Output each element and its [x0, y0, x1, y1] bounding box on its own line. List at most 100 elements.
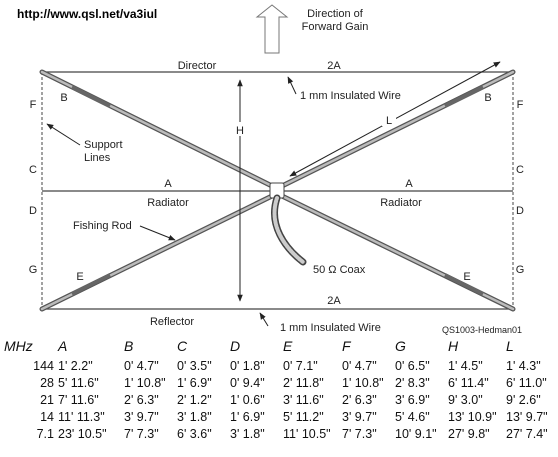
radiator-right-label: Radiator [380, 197, 422, 209]
table-cell: 2' 6.3" [342, 392, 377, 407]
table-cell: 13' 9.7" [506, 409, 548, 424]
g-right-label: G [516, 264, 525, 276]
support-pointer [46, 123, 81, 146]
table-cell: 13' 10.9" [448, 409, 497, 424]
direction-label-2: Forward Gain [302, 21, 369, 33]
wire-top-label: 1 mm Insulated Wire [300, 90, 401, 102]
table-cell: 144 [33, 358, 54, 373]
table-cell: 9' 3.0" [448, 392, 483, 407]
dim-2a-top: 2A [327, 60, 341, 72]
table-cell: 3' 9.7" [342, 409, 377, 424]
table-cell: 11' 10.5" [283, 426, 331, 441]
header-b: B [124, 338, 134, 354]
d-right-label: D [516, 205, 524, 217]
a-right-label: A [405, 178, 413, 190]
table-cell: 6' 11.4" [448, 375, 489, 390]
f-right-label: F [517, 99, 524, 111]
support-label-1: Support [84, 139, 123, 151]
direction-label-1: Direction of [307, 8, 364, 20]
table-cell: 10' 9.1" [395, 426, 437, 441]
h-label: H [236, 125, 244, 137]
table-cell: 14 [40, 409, 54, 424]
table-cell: 0' 3.5" [177, 358, 212, 373]
table-cell: 0' 4.7" [124, 358, 159, 373]
d-left-label: D [29, 205, 37, 217]
antenna-diagram: http://www.qsl.net/va3iul Direction of F… [17, 4, 525, 335]
director-label: Director [178, 60, 217, 72]
table-cell: 1' 2.2" [58, 358, 93, 373]
table-cell: 1' 6.9" [177, 375, 212, 390]
b-right-label: B [484, 92, 491, 104]
table-cell: 2' 8.3" [395, 375, 430, 390]
dim-2a-bottom: 2A [327, 295, 341, 307]
table-cell: 7' 11.6" [58, 392, 99, 407]
table-cell: 7.1 [36, 426, 54, 441]
radiator-left-label: Radiator [147, 197, 189, 209]
table-cell: 3' 1.8" [230, 426, 265, 441]
table-cell: 2' 6.3" [124, 392, 159, 407]
table-cell: 6' 3.6" [177, 426, 212, 441]
header-f: F [342, 338, 351, 354]
support-label-2: Lines [84, 152, 111, 164]
header-c: C [177, 338, 188, 354]
table-cell: 1' 0.6" [230, 392, 265, 407]
header-mhz: MHz [4, 338, 33, 354]
e-left-label: E [76, 271, 83, 283]
fishing-rod-pointer [139, 225, 176, 241]
table-cell: 9' 2.6" [506, 392, 541, 407]
table-cell: 23' 10.5" [58, 426, 107, 441]
table-header-row: MHz A B C D E F G H L [4, 338, 556, 357]
b-left-label: B [60, 92, 67, 104]
table-cell: 0' 9.4" [230, 375, 265, 390]
header-h: H [448, 338, 459, 354]
wire-top-pointer [287, 76, 297, 95]
table-row: 144 1' 2.2" 0' 4.7" 0' 3.5" 0' 1.8" 0' 7… [4, 357, 556, 374]
table-row: 28 5' 11.6" 1' 10.8" 1' 6.9" 0' 9.4" 2' … [4, 374, 556, 391]
header-e: E [283, 338, 293, 354]
table-row: 14 11' 11.3" 3' 9.7" 3' 1.8" 1' 6.9" 5' … [4, 408, 556, 425]
header-l: L [506, 338, 514, 354]
table-row: 21 7' 11.6" 2' 6.3" 2' 1.2" 1' 0.6" 3' 1… [4, 391, 556, 408]
url-text: http://www.qsl.net/va3iul [17, 7, 157, 21]
a-left-label: A [164, 178, 172, 190]
reflector-label: Reflector [150, 316, 194, 328]
dimension-table: MHz A B C D E F G H L 144 1' 2.2" 0' 4.7… [4, 338, 556, 442]
table-cell: 3' 1.8" [177, 409, 212, 424]
table-cell: 0' 4.7" [342, 358, 377, 373]
table-cell: 1' 4.5" [448, 358, 483, 373]
table-cell: 0' 7.1" [283, 358, 318, 373]
header-d: D [230, 338, 241, 354]
figure-caption: QS1003-Hedman01 [442, 325, 522, 335]
table-cell: 0' 1.8" [230, 358, 265, 373]
table-cell: 7' 7.3" [342, 426, 377, 441]
f-left-label: F [30, 99, 37, 111]
table-cell: 27' 7.4" [506, 426, 548, 441]
wire-bottom-label: 1 mm Insulated Wire [280, 322, 381, 334]
header-a: A [58, 338, 68, 354]
header-g: G [395, 338, 406, 354]
table-cell: 21 [40, 392, 54, 407]
g-left-label: G [29, 264, 38, 276]
table-cell: 11' 11.3" [58, 409, 105, 424]
forward-gain-arrow-icon [255, 4, 289, 54]
table-cell: 1' 6.9" [230, 409, 265, 424]
table-cell: 2' 11.8" [283, 375, 324, 390]
table-cell: 3' 6.9" [395, 392, 430, 407]
coax-label: 50 Ω Coax [313, 264, 366, 276]
table-cell: 5' 4.6" [395, 409, 430, 424]
table-cell: 1' 10.8" [124, 375, 166, 390]
c-right-label: C [516, 164, 524, 176]
table-cell: 28 [40, 375, 54, 390]
table-row: 7.1 23' 10.5" 7' 7.3" 6' 3.6" 3' 1.8" 11… [4, 425, 556, 442]
table-cell: 1' 10.8" [342, 375, 384, 390]
table-cell: 6' 11.0" [506, 375, 547, 390]
table-cell: 27' 9.8" [448, 426, 490, 441]
fishing-rod-label: Fishing Rod [73, 220, 132, 232]
l-label: L [386, 115, 392, 127]
table-cell: 2' 1.2" [177, 392, 212, 407]
table-cell: 0' 6.5" [395, 358, 430, 373]
e-right-label: E [463, 271, 470, 283]
table-cell: 1' 4.3" [506, 358, 541, 373]
table-cell: 3' 9.7" [124, 409, 159, 424]
